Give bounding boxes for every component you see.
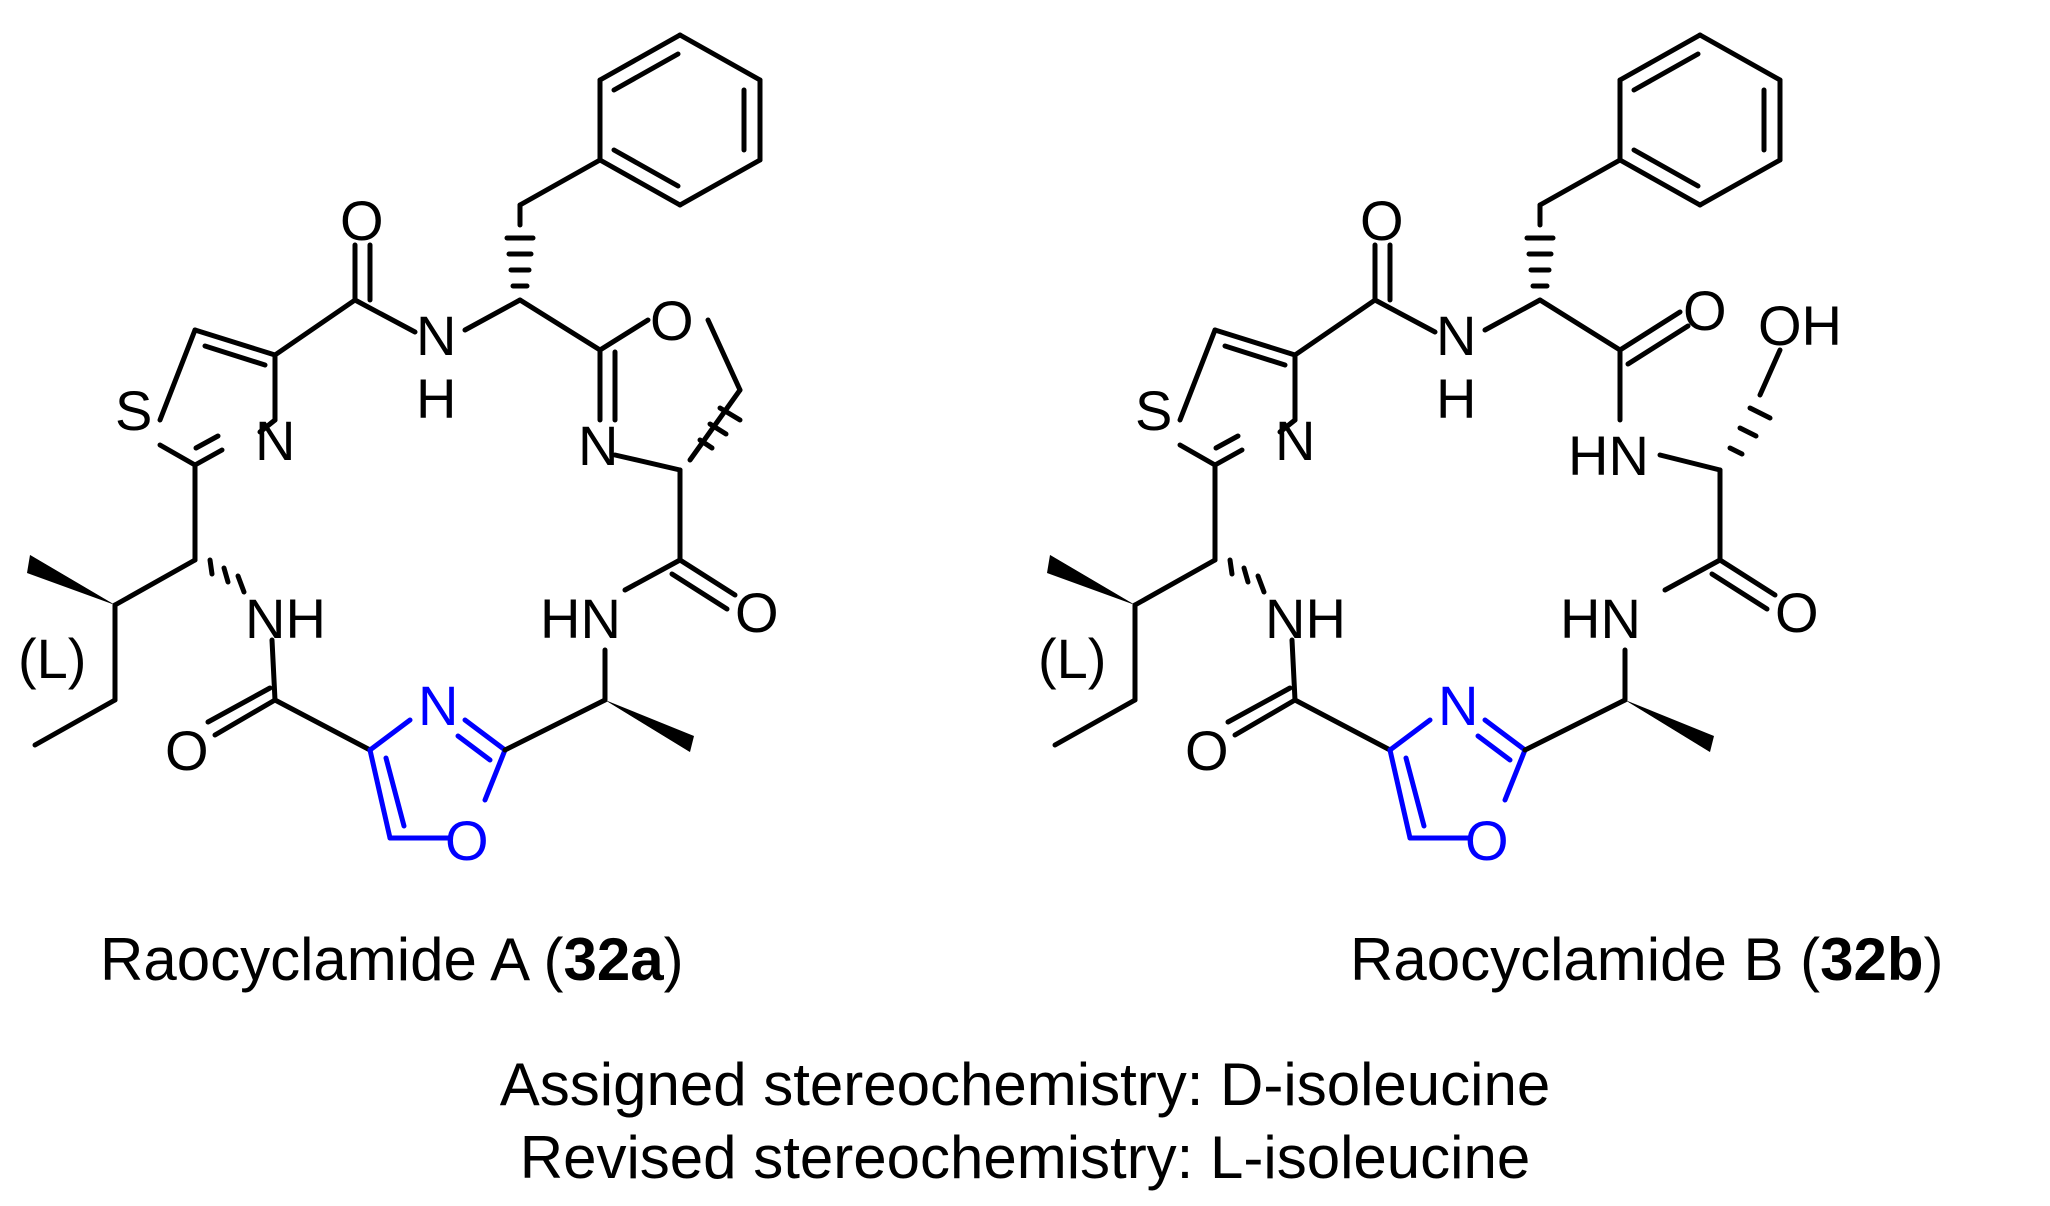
compound-b-caption: Raocyclamide B (32b) (1350, 926, 1944, 993)
compound-a-oxazole-n: N (418, 674, 458, 737)
compound-a-amide-h-top: H (416, 367, 456, 430)
compound-b-thiazole-n: N (1275, 409, 1315, 472)
compound-b-structure: S N O N H O OH HN NH HN O O N O (L) Raoc… (1038, 35, 1944, 993)
revised-stereochemistry-note: Revised stereochemistry: L-isoleucine (520, 1124, 1530, 1191)
compound-a-amide-o-top: O (340, 189, 384, 252)
compound-b-oxazole-n: N (1438, 674, 1478, 737)
compound-a-amide-nh-left: NH (245, 587, 326, 650)
compound-a-amide-n-top: N (416, 304, 456, 367)
compound-a-oxazoline-n: N (578, 414, 618, 477)
compound-b-amide-n-top: N (1436, 304, 1476, 367)
compound-a-oxazoline-o: O (650, 289, 694, 352)
assigned-stereochemistry-note: Assigned stereochemistry: D-isoleucine (500, 1051, 1550, 1118)
compound-b-oxazole-o: O (1465, 809, 1509, 872)
compound-a-isoleucine-label: (L) (18, 627, 86, 690)
compound-a-oxazole-o: O (445, 809, 489, 872)
compound-b-amide-o-top: O (1360, 189, 1404, 252)
compound-a-amide-hn-right: HN (540, 587, 621, 650)
compound-a-amide-o-left: O (165, 719, 209, 782)
compound-b-isoleucine-label: (L) (1038, 627, 1106, 690)
compound-b-amide-h-top: H (1436, 367, 1476, 430)
compound-a-structure: S N O N H O N NH HN O O N O (L) Raocycla… (18, 35, 779, 993)
compound-b-amide-o-right: O (1775, 581, 1819, 644)
compound-a-thiazole-s: S (115, 379, 152, 442)
compound-b-amide-o-upper-right: O (1683, 279, 1727, 342)
compound-b-hydroxyl: OH (1758, 294, 1842, 357)
compound-a-thiazole-n: N (255, 409, 295, 472)
compound-b-amide-hn-right: HN (1560, 587, 1641, 650)
compound-b-amide-nh-left: NH (1265, 587, 1346, 650)
compound-b-amide-hn-middle: HN (1568, 424, 1649, 487)
compound-b-amide-o-left: O (1185, 719, 1229, 782)
compound-b-thiazole-s: S (1135, 379, 1172, 442)
compound-a-amide-o-right: O (735, 581, 779, 644)
compound-a-caption: Raocyclamide A (32a) (100, 926, 684, 993)
